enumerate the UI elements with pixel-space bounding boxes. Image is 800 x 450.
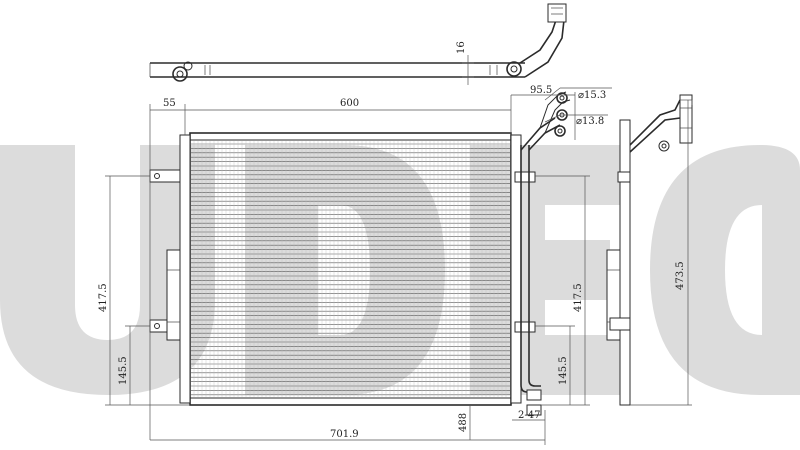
dim-overall-width: 701.9 bbox=[330, 429, 359, 440]
dim-pipe-offset: 95.5 bbox=[530, 85, 552, 96]
core-fins bbox=[191, 141, 510, 397]
dim-diameter-top: ⌀15.3 bbox=[578, 90, 606, 101]
dim-low-left: 145.5 bbox=[118, 356, 129, 385]
dim-core-width: 600 bbox=[340, 98, 359, 109]
front-dimension-lines bbox=[105, 87, 612, 445]
dim-thread: 2-47 bbox=[518, 410, 540, 421]
dim-overall-height: 473.5 bbox=[675, 261, 686, 290]
dim-low-right: 145.5 bbox=[558, 356, 569, 385]
dim-height-right: 417.5 bbox=[573, 283, 584, 312]
side-view bbox=[606, 94, 693, 406]
dim-height-left: 417.5 bbox=[98, 283, 109, 312]
top-view bbox=[149, 3, 567, 85]
dim-offset-left: 55 bbox=[163, 98, 176, 109]
front-view bbox=[149, 91, 571, 416]
dim-diameter-bottom: ⌀13.8 bbox=[576, 116, 604, 127]
dim-bottom-width: 488 bbox=[458, 413, 469, 432]
dim-top-height: 16 bbox=[456, 41, 467, 54]
